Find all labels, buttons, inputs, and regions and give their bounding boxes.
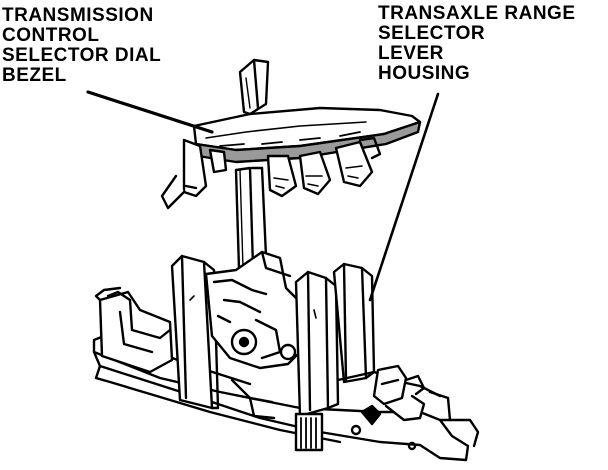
bezel-leader-line [86, 90, 214, 134]
left-support-bracket [94, 286, 174, 374]
bezel-label-line: TRANSMISSION [2, 5, 154, 26]
housing-label: TRANSAXLE RANGE SELECTOR LEVER HOUSING [378, 4, 576, 84]
bezel-label: TRANSMISSION CONTROL SELECTOR DIAL BEZEL [2, 6, 161, 86]
bezel-label-line: SELECTOR DIAL [2, 45, 162, 66]
detent-mechanism [204, 250, 302, 420]
bezel-label-line: CONTROL [2, 25, 100, 46]
bezel-snap-tabs [160, 136, 382, 210]
housing-label-line: TRANSAXLE RANGE [378, 3, 576, 24]
left-column [170, 254, 220, 410]
housing-label-line: LEVER [378, 43, 444, 64]
bezel-label-line: BEZEL [2, 65, 67, 86]
right-switch-assembly [360, 364, 426, 426]
selector-dial-bezel [192, 58, 422, 164]
housing-label-line: SELECTOR [378, 23, 486, 44]
housing-leader-line [368, 92, 440, 302]
housing-label-line: HOUSING [378, 63, 471, 84]
lever-housing [294, 262, 394, 418]
wiring-connector [294, 412, 324, 452]
